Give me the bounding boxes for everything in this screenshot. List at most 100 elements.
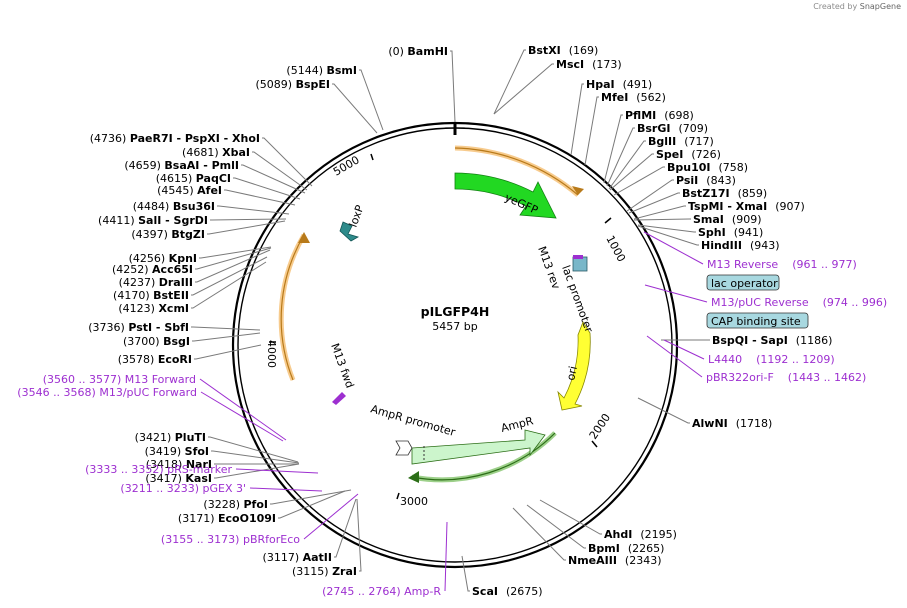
lac-promoter-label: lac promoter [559, 264, 595, 335]
leader-psti-sbfi [191, 326, 261, 331]
lac-operator-label: lac operator [711, 277, 778, 290]
primer-l4440: L4440(1192 .. 1209) [708, 353, 835, 366]
enzyme-pfoi: (3228) PfoI [203, 498, 268, 511]
m13-fwd-label: M13 fwd [328, 342, 356, 390]
leader-btgzi [207, 220, 286, 235]
m13-rev-primer-mark[interactable] [573, 255, 583, 259]
enzyme-xbai: (4681) XbaI [182, 146, 250, 159]
enzyme-afei: (4545) AfeI [157, 184, 222, 197]
loxp-label: loxP [347, 203, 367, 229]
leader-bsgi [192, 332, 261, 342]
yegfp-orf-arrowhead [572, 186, 584, 195]
lac-operator-box[interactable] [706, 274, 780, 291]
enzyme-bsu36i: (4484) Bsu36I [133, 200, 215, 213]
yegfp-orf-arc-line [454, 147, 579, 196]
leader-bsrgi [606, 127, 635, 187]
tick-4000: 4000 [265, 340, 278, 368]
plasmid-size: 5457 bp [432, 320, 477, 333]
snapgene-logo-text: SnapGene [859, 2, 901, 11]
primer-m13-reverse: M13 Reverse(961 .. 977) [707, 258, 857, 271]
plasmid-name: pILGFP4H [421, 304, 490, 319]
primer-leader-pgex-3 [249, 487, 323, 492]
enzyme-draiii: (4237) DraIII [119, 276, 193, 289]
leader-sfoi [211, 450, 300, 464]
leader-bstz17i [628, 192, 680, 214]
enzyme-paer7i-pspxi-xhoi: (4736) PaeR7I - PspXI - XhoI [90, 132, 260, 145]
leader-psii [626, 179, 674, 212]
watermark-prefix: Created by [813, 2, 858, 11]
ampr-promoter-feature[interactable] [395, 440, 413, 456]
leader-nmeaiii [512, 507, 566, 561]
ampr-promoter-label: AmpR promoter [369, 402, 457, 439]
enzyme-bsteii: (4170) BstEII [113, 289, 189, 302]
primer-leader-m13-puc-reverse [644, 284, 708, 303]
leader-sali-sgrdi [210, 218, 287, 221]
enzyme-xcmi: (4123) XcmI [118, 302, 189, 315]
primer-leader-m13-reverse [643, 231, 704, 265]
enzyme-pluti: (3421) PluTI [135, 431, 206, 444]
leader-smai [633, 218, 691, 221]
leader-bpu10i [613, 166, 665, 196]
primer-prs-marker: (3333 .. 3352) pRS-marker [85, 463, 232, 476]
enzyme-ahdi: AhdI(2195) [604, 528, 677, 541]
enzyme-bpmi: BpmI(2265) [588, 542, 664, 555]
right-enzyme-labels: BstXI(169)MscI(173)HpaI(491)MfeI(562)Pfl… [472, 44, 832, 598]
enzyme-smai: SmaI(909) [693, 213, 762, 226]
leader-bsmi [359, 69, 384, 131]
primer-leader-m13-forward [199, 378, 287, 441]
cap-binding-box[interactable] [706, 312, 809, 329]
enzyme-pflmi: PflMI(698) [625, 109, 694, 122]
leader-paer7i-pspxi-xhoi [262, 137, 313, 187]
enzyme-bpu10i: Bpu10I(758) [667, 161, 748, 174]
loxp-feature[interactable] [339, 221, 360, 242]
leader-msci [493, 63, 554, 115]
leader-bspei [332, 83, 378, 134]
ori-label: ori [564, 365, 580, 382]
leader-bpmi [526, 504, 586, 549]
leader-pluti [208, 436, 299, 463]
leader-ecoo109i [278, 490, 346, 519]
primer-leader-pbr322ori-f [646, 335, 703, 378]
enzyme-bamhi: (0) BamHI [388, 45, 448, 58]
yegfp-feature[interactable] [454, 172, 557, 219]
enzyme-zrai: (3115) ZraI [292, 565, 357, 578]
enzyme-bspqi-sapi: BspQI - SapI(1186) [712, 334, 832, 347]
enzyme-ecori: (3578) EcoRI [118, 353, 192, 366]
enzyme-kasi: (3417) KasI [145, 472, 212, 485]
leader-hpai [570, 83, 584, 156]
leader-xbai [252, 151, 308, 191]
snapgene-watermark: Created by SnapGene [813, 2, 901, 11]
ampr-feature[interactable] [411, 429, 546, 465]
enzyme-hindiii: HindIII(943) [701, 239, 780, 252]
primer-leader-amp-r [444, 521, 448, 592]
enzyme-bsmi: (5144) BsmI [286, 64, 357, 77]
primer-m13-puc-forward: (3546 .. 3568) M13/pUC Forward [17, 386, 197, 399]
left-leaders [191, 50, 456, 572]
lac-promoter-feature[interactable] [572, 256, 588, 272]
leader-acc65i [195, 247, 272, 270]
enzyme-mfei: MfeI(562) [601, 91, 666, 104]
enzyme-sali-sgrdi: (4411) SalI - SgrDI [98, 214, 208, 227]
leader-aatii [334, 498, 357, 558]
primer-pbrforeco: (3155 .. 3173) pBRforEco [161, 533, 300, 546]
backbone-inner [237, 127, 673, 563]
leader-afei [224, 189, 296, 206]
enzyme-hpai: HpaI(491) [586, 78, 652, 91]
enzyme-aatii: (3117) AatII [263, 551, 332, 564]
enzyme-kpni: (4256) KpnI [129, 252, 197, 265]
right-leaders [461, 49, 710, 592]
m13-fwd-primer-mark[interactable] [332, 392, 346, 405]
leader-kasi [214, 463, 300, 479]
enzyme-bstz17i: BstZ17I(859) [682, 187, 767, 200]
leader-ecori [194, 344, 262, 360]
enzyme-bsaai-pmli: (4659) BsaAI - PmlI [124, 159, 239, 172]
primer-leader-l4440 [663, 339, 705, 360]
enzyme-nmeaiii: NmeAIII(2343) [568, 554, 662, 567]
ori-feature[interactable] [557, 321, 591, 411]
enzyme-bspei: (5089) BspEI [256, 78, 331, 91]
leader-bstxi [493, 49, 526, 115]
enzyme-sphi: SphI(941) [698, 226, 763, 239]
enzyme-alwni: AlwNI(1718) [692, 417, 772, 430]
lox-orf-arrowhead [298, 232, 310, 243]
enzyme-spei: SpeI(726) [656, 148, 721, 161]
